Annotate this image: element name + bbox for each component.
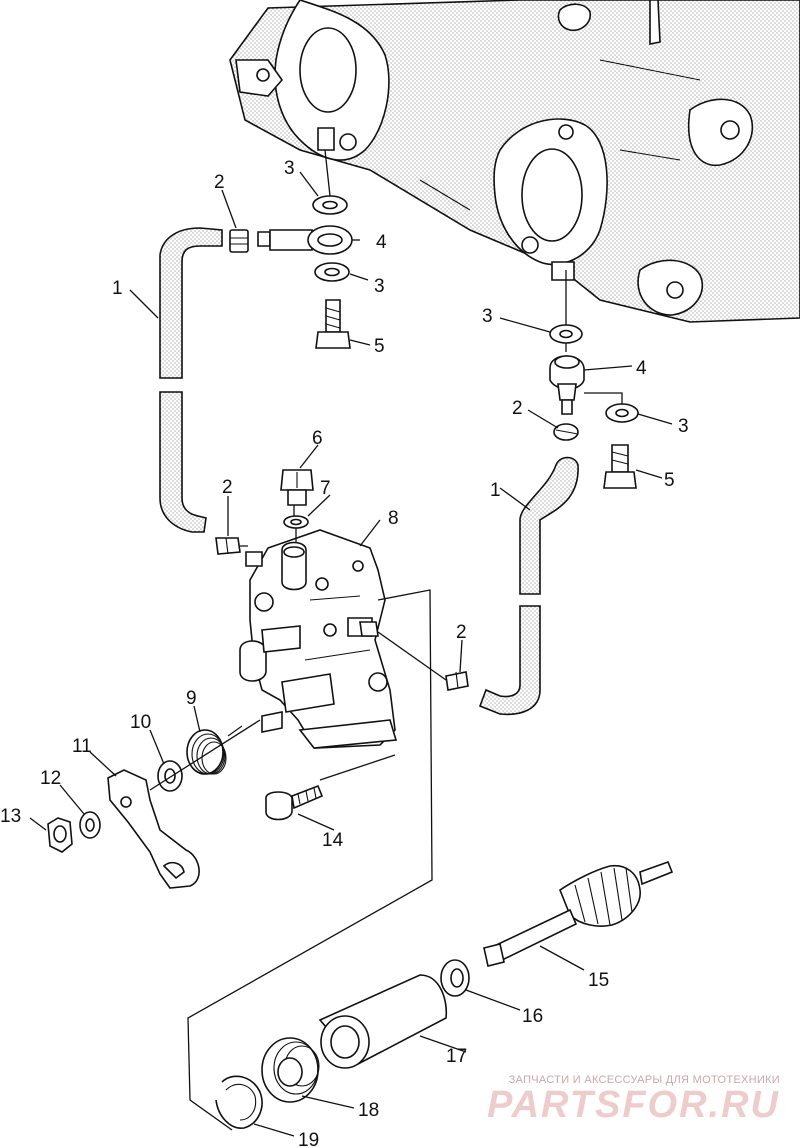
lock-washer-12 (79, 811, 101, 839)
callout-9: 9 (186, 688, 197, 709)
banjo-bolt-6 (280, 469, 314, 506)
banjo-bolt-5-left (315, 299, 351, 349)
callout-12: 12 (40, 768, 61, 789)
callout-15: 15 (588, 970, 609, 991)
pump-outlet-nipple-right (359, 621, 379, 637)
callout-5-left: 5 (374, 336, 385, 357)
snap-ring-19 (215, 1075, 263, 1129)
callout-2-pump-right: 2 (456, 622, 467, 643)
callout-labels: 1 1 2 2 2 2 3 3 3 3 4 4 5 5 6 7 8 9 10 1… (0, 158, 689, 1148)
callout-4-left: 4 (376, 232, 387, 253)
callout-3-left-top: 3 (284, 158, 295, 179)
spring-9 (186, 725, 243, 775)
callout-7: 7 (320, 478, 331, 499)
engine-cylinder-head (229, 0, 800, 323)
drive-gear-shaft-15 (483, 860, 674, 967)
callout-10: 10 (130, 712, 151, 733)
callout-2-top-left: 2 (214, 172, 225, 193)
bushing-17 (318, 974, 448, 1069)
callout-1-right: 1 (490, 480, 501, 501)
oil-pump-body (239, 529, 398, 749)
callout-3-right-top: 3 (482, 306, 493, 327)
callout-8: 8 (388, 508, 399, 529)
screw-14 (265, 784, 324, 821)
callout-6: 6 (312, 428, 323, 449)
banjo-fitting-4-right (549, 355, 585, 415)
clamp-2-pump-left (215, 537, 241, 555)
watermark-logo: PARTSFOR.RU (487, 1084, 780, 1126)
banjo-fitting-4-left (257, 225, 353, 255)
washer-3-left-top (312, 195, 348, 215)
callout-11: 11 (72, 736, 92, 757)
callout-5-right: 5 (664, 470, 675, 491)
banjo-bolt-5-right (603, 444, 637, 489)
lever-11 (107, 769, 200, 889)
callout-3-right-bottom: 3 (678, 416, 689, 437)
leader-lines (29, 171, 673, 1137)
callout-14: 14 (322, 830, 344, 851)
watermark: ЗАПЧАСТИ И АКСЕССУАРЫ ДЛЯ МОТОТЕХНИКИ PA… (487, 1074, 780, 1124)
callout-13: 13 (0, 806, 21, 827)
washer-7 (283, 515, 309, 529)
hose-left (159, 227, 223, 533)
callout-1-left: 1 (112, 278, 123, 299)
pump-inlet-nipple-left (245, 551, 263, 567)
callout-18: 18 (358, 1100, 379, 1121)
callout-4-right: 4 (636, 358, 647, 379)
callout-2-top-right: 2 (512, 398, 523, 419)
seal-18 (261, 1037, 320, 1103)
clamp-2-pump-right (445, 671, 469, 691)
callout-2-pump-left: 2 (222, 477, 233, 498)
callout-3-left-bottom: 3 (374, 276, 385, 297)
washer-3-right-bottom (605, 403, 639, 423)
callout-19: 19 (298, 1130, 319, 1148)
watermark-subtitle: ЗАПЧАСТИ И АКСЕССУАРЫ ДЛЯ МОТОТЕХНИКИ (508, 1074, 780, 1086)
bracket-box (187, 589, 433, 1131)
clamp-2-top-right (553, 423, 579, 441)
callout-17: 17 (446, 1046, 467, 1067)
callout-16: 16 (522, 1006, 543, 1027)
washer-3-right-top (549, 324, 583, 344)
clamp-2-top-left (229, 229, 249, 253)
hose-right (478, 456, 579, 716)
washer-16 (440, 959, 470, 997)
washer-3-left-bottom (314, 262, 350, 282)
washer-10 (157, 760, 183, 792)
nut-13 (47, 817, 73, 853)
